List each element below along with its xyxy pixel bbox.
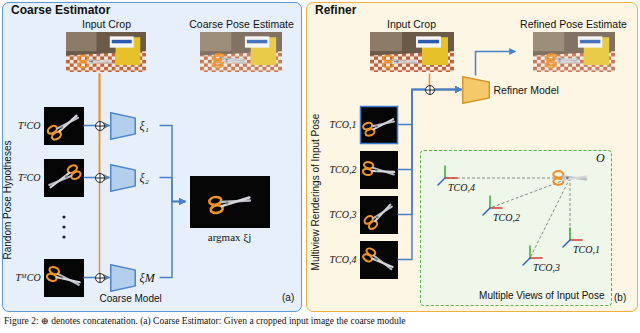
module-panel: RefinerInput Crop Refined Pose EstimateRe… xyxy=(306,2,638,312)
image-caption: Input Crop xyxy=(387,18,436,31)
render-hypothesis: TCO,3 xyxy=(326,196,398,234)
score-label: ξM xyxy=(140,264,160,292)
object-label-text: O xyxy=(596,151,605,165)
render-hypothesis: TCO,1 xyxy=(326,106,398,144)
trapezoid-shape xyxy=(110,112,136,140)
encoder-trapezoid: ξ₁ xyxy=(110,112,160,140)
model-label: Coarse Model xyxy=(100,292,160,305)
pose-label: TCO,3 xyxy=(326,209,360,220)
inset-title: Multiple Views of Input Pose xyxy=(479,290,604,302)
selected-render: argmax ξj xyxy=(186,174,274,244)
render-hypothesis: T²CO xyxy=(16,159,84,197)
frame-label-text: TCO,2 xyxy=(493,212,520,223)
render-hypothesis: TᴹCO xyxy=(16,259,84,297)
image-panel: Input Crop xyxy=(366,18,458,74)
image-panel: Refined Pose Estimate xyxy=(516,18,632,74)
trapezoid-shape xyxy=(110,264,136,292)
argmax-label: argmax ξj xyxy=(208,230,252,244)
axis-label-text: Multiview Renderings of Input Pose xyxy=(310,114,321,271)
frame-label: TCO,1 xyxy=(573,244,600,256)
flow-arrow xyxy=(430,74,462,90)
flow-arrow xyxy=(398,90,462,260)
flow-arrow xyxy=(160,126,186,202)
flow-arrow xyxy=(476,52,516,76)
panel-tag: (a) xyxy=(282,292,294,304)
render-hypothesis: T¹CO xyxy=(16,107,84,145)
pose-label: TCO,4 xyxy=(326,254,360,265)
axis-label: Multiview Renderings of Input Pose xyxy=(310,114,322,271)
pose-label: TᴹCO xyxy=(16,272,44,283)
trapezoid-shape xyxy=(462,76,490,104)
panel-tag: (b) xyxy=(614,292,626,304)
encoder-trapezoid: ξMCoarse Model xyxy=(110,264,160,306)
model-label: Refiner Model xyxy=(494,84,559,96)
image-caption: Input Crop xyxy=(82,18,131,31)
flow-arrow xyxy=(398,90,462,170)
panel-tag-text: (a) xyxy=(282,292,294,303)
frame-label-text: TCO,3 xyxy=(533,262,560,273)
axis-label: Random Pose Hypotheses xyxy=(3,141,15,260)
frame-label: TCO,2 xyxy=(493,212,520,224)
image-caption: Refined Pose Estimate xyxy=(520,18,627,31)
image-panel: Coarse Pose Estimate xyxy=(186,18,297,74)
pose-label: T¹CO xyxy=(16,120,44,131)
flow-arrow xyxy=(100,74,110,126)
score-label: ξ₂ xyxy=(140,164,160,192)
figure-caption: Figure 2: ⊕ denotes concatenation. (a) C… xyxy=(4,315,406,327)
panel-title: Coarse Estimator xyxy=(11,4,293,17)
flow-arrow xyxy=(160,202,186,278)
frame-label-text: TCO,4 xyxy=(448,182,475,193)
pose-label: TCO,2 xyxy=(326,164,360,175)
encoder-trapezoid: ξ₂ xyxy=(110,164,160,192)
flow-arrow xyxy=(160,178,186,202)
module-panel: Coarse EstimatorInput Crop Coarse Pose Es… xyxy=(2,2,302,312)
caption-text: Figure 2: ⊕ denotes concatenation. (a) C… xyxy=(4,316,406,326)
frame-label-text: TCO,1 xyxy=(573,244,600,255)
object-label: O xyxy=(596,152,605,165)
trapezoid-shape xyxy=(110,164,136,192)
score-label: ξ₁ xyxy=(140,112,160,140)
panel-title: Refiner xyxy=(315,4,629,17)
axis-label-text: Random Pose Hypotheses xyxy=(3,141,14,260)
frame-label: TCO,3 xyxy=(533,262,560,274)
pose-label: T²CO xyxy=(16,172,44,183)
panel-tag-text: (b) xyxy=(614,292,626,303)
image-caption: Coarse Pose Estimate xyxy=(189,18,293,31)
pose-label: TCO,1 xyxy=(326,119,360,130)
render-hypothesis: TCO,4 xyxy=(326,241,398,279)
render-hypothesis: TCO,2 xyxy=(326,151,398,189)
refiner-trapezoid: Refiner Model xyxy=(462,76,566,104)
flow-arrow xyxy=(398,90,462,215)
inset-panel: Multiple Views of Input Pose xyxy=(420,150,612,306)
image-panel: Input Crop xyxy=(62,18,152,74)
frame-label: TCO,4 xyxy=(448,182,475,194)
